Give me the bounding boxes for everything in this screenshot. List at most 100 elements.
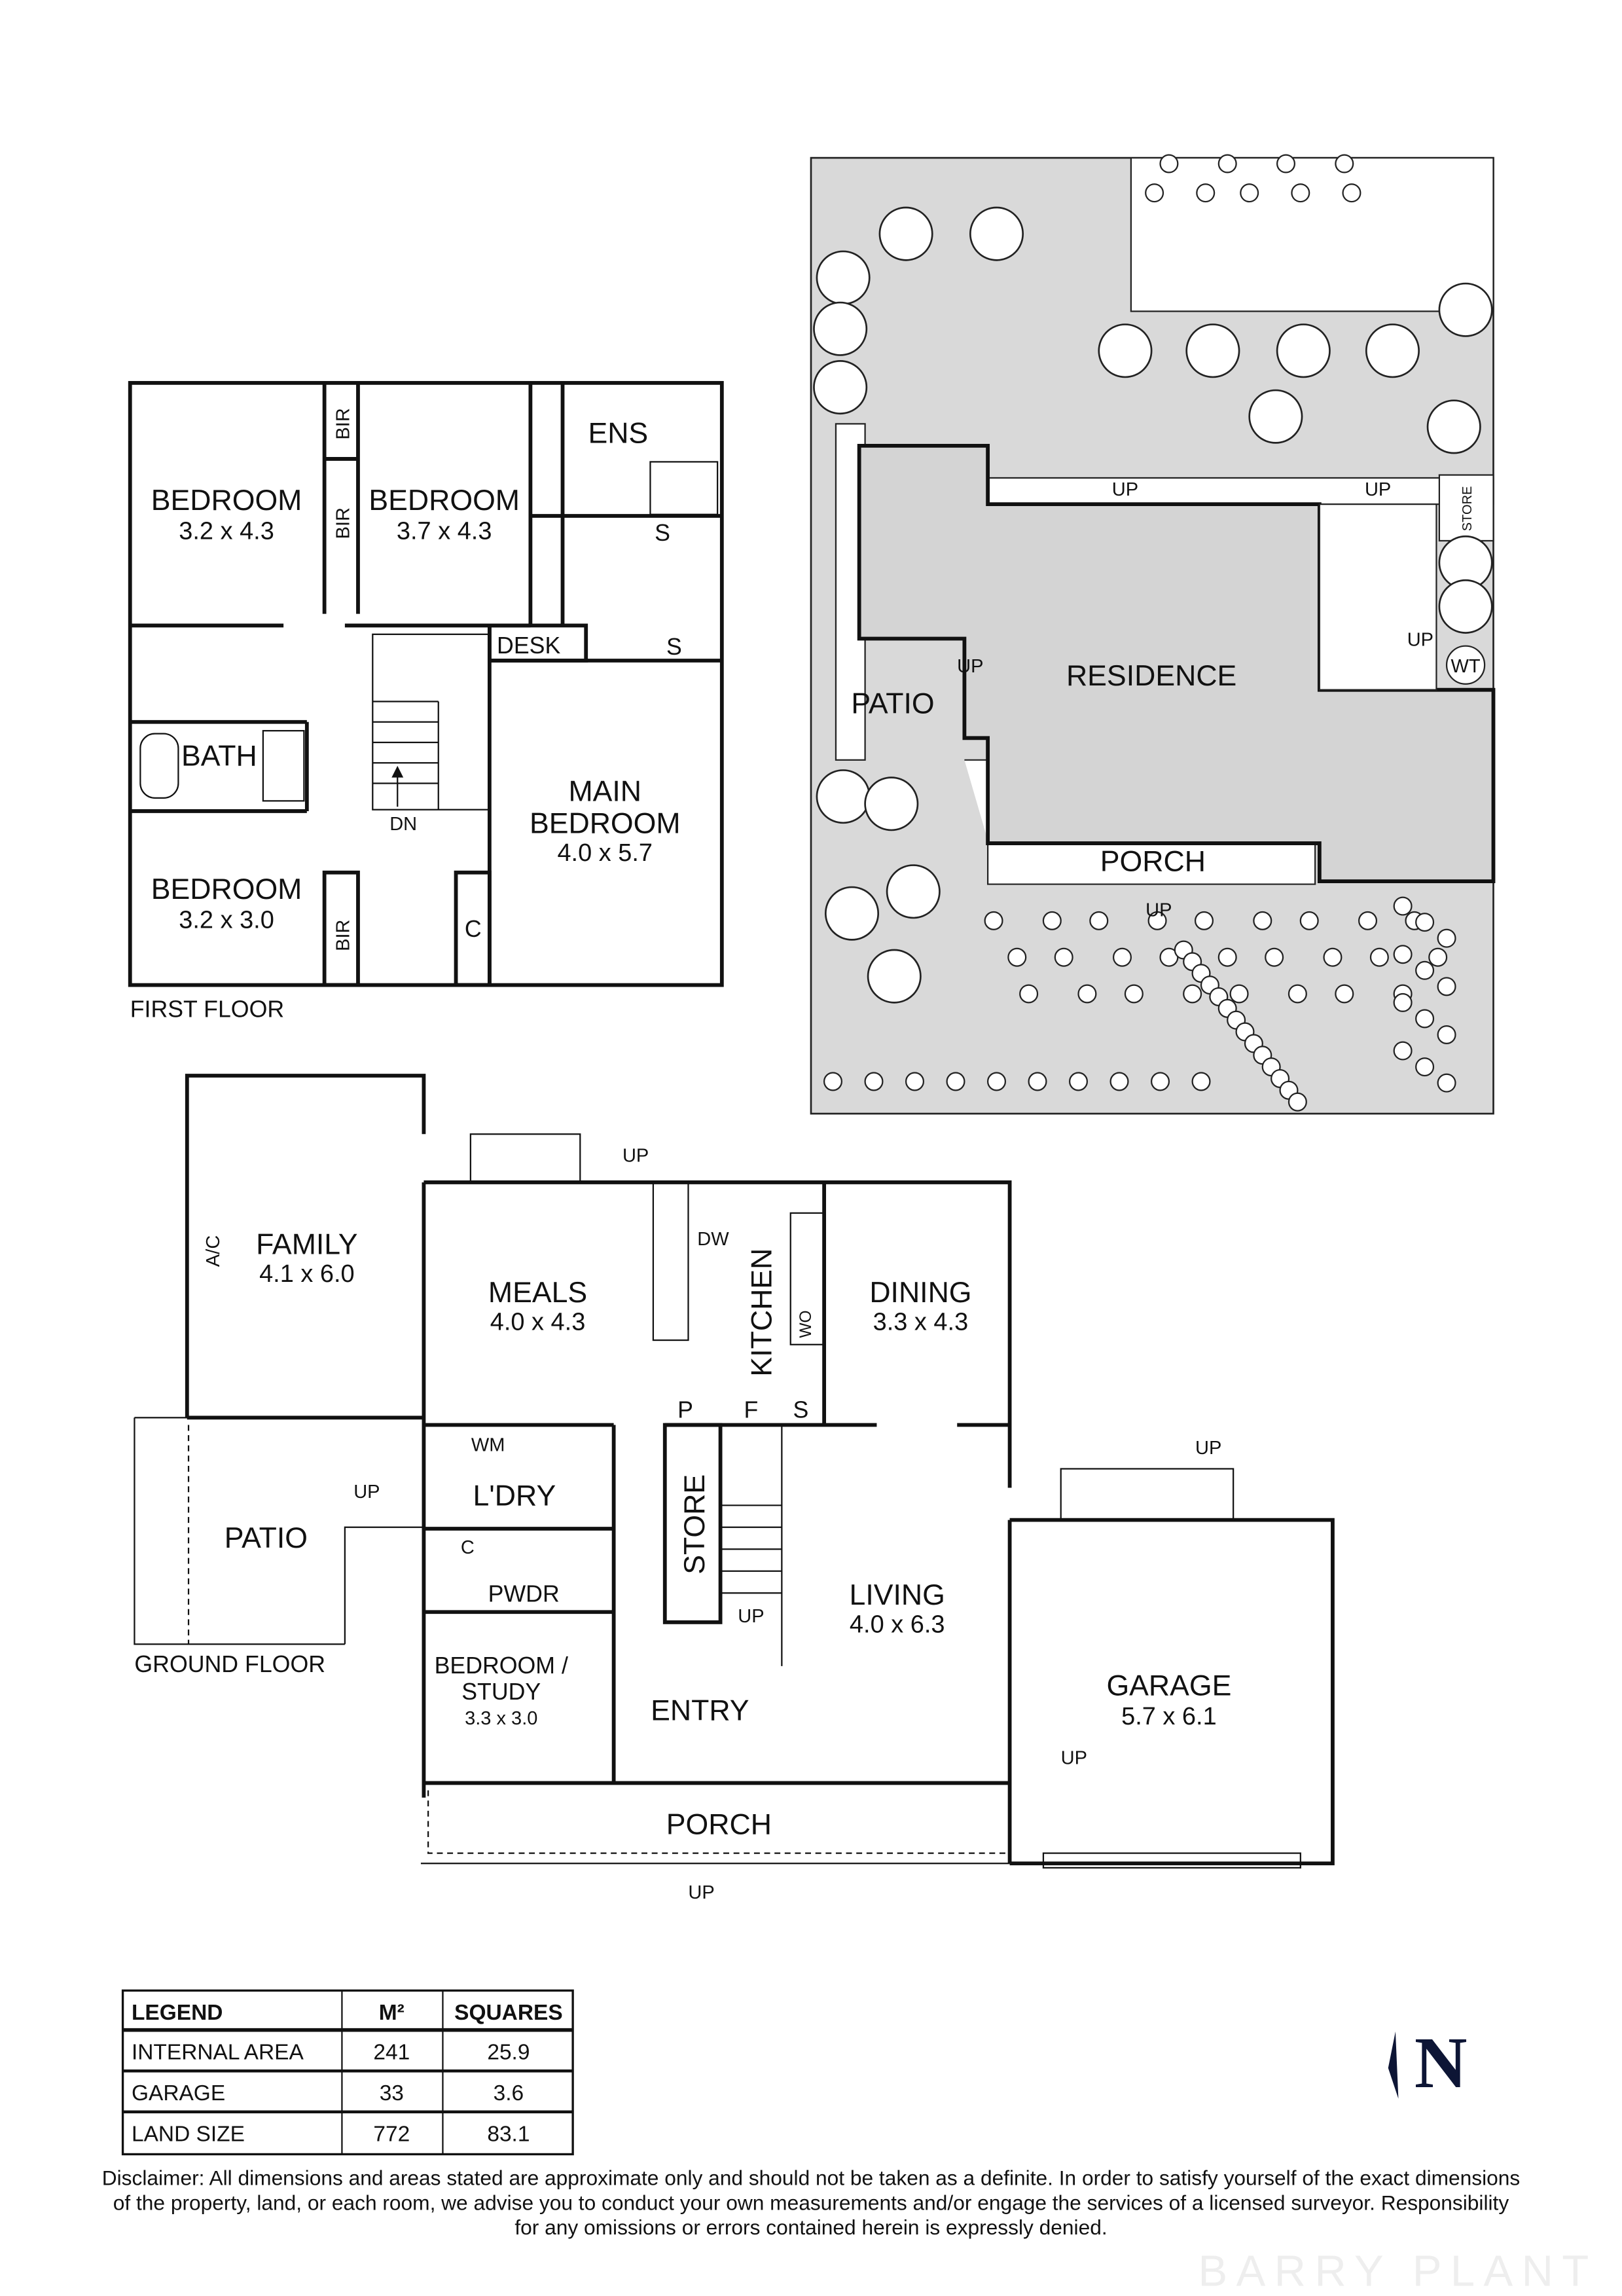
up-label: UP [1112,479,1138,500]
up-label: UP [957,656,983,677]
fridge-label: F [744,1396,759,1423]
shrub-icon [1358,911,1378,930]
tree-icon [813,301,868,356]
shrub-icon [1240,183,1259,203]
storage-label: S [655,520,670,546]
ground-floor-stairs [720,1504,782,1594]
room-size: 4.0 x 4.3 [490,1308,586,1336]
site-patio-label: PATIO [851,687,934,720]
north-arrow-icon [1388,2031,1399,2099]
up-label: UP [738,1606,764,1627]
room-label: BEDROOM [369,484,520,517]
shrub-icon [1437,1073,1456,1093]
tree-icon [1365,323,1420,378]
shrub-icon [1217,947,1237,967]
shrub-icon [1428,947,1448,967]
shrub-icon [1183,984,1202,1004]
north-label: N [1415,2023,1468,2104]
tree-icon [867,949,922,1004]
north-arrow: N [1388,2023,1468,2104]
shrub-icon [1147,911,1167,930]
site-porch-label: PORCH [1100,845,1206,877]
shrub-icon [1437,977,1456,996]
shrub-icon [1291,183,1310,203]
first-floor-stairs [372,701,439,810]
ac-label: A/C [203,1235,224,1267]
up-label: UP [1195,1438,1221,1459]
bir-label: BIR [333,507,354,539]
legend-cell: 25.9 [487,2040,530,2064]
shrub-icon [1145,183,1164,203]
patio-outline [134,1417,424,1645]
room-label: BEDROOM / [435,1652,568,1679]
tree-icon [1098,323,1153,378]
disclaimer-line: for any omissions or errors contained he… [514,2215,1107,2239]
storage-label: S [793,1396,808,1423]
room-size: 3.2 x 3.0 [179,907,274,934]
shrub-icon [1335,984,1354,1004]
legend-table: LEGEND M² SQUARES INTERNAL AREA 241 25.9… [121,1989,574,2156]
legend-cell: INTERNAL AREA [132,2040,304,2064]
shrub-icon [1393,993,1413,1012]
tree-icon [813,360,868,415]
up-label: UP [353,1482,380,1503]
cupboard-label: C [461,1537,475,1558]
room-label: MEALS [488,1277,587,1309]
room-label: ENS [588,417,648,449]
shrub-icon [1437,1025,1456,1045]
disclaimer-line: Disclaimer: All dimensions and areas sta… [102,2166,1521,2189]
shrub-icon [1265,947,1284,967]
tree-icon [1438,579,1493,634]
room-size: 4.0 x 5.7 [557,839,653,867]
legend-header: M² [379,2001,405,2025]
tree-icon [1276,323,1331,378]
legend-cell: 33 [380,2081,404,2105]
first-floor-outline [128,380,724,987]
shower-icon [262,730,305,802]
shrub-icon [984,911,1003,930]
up-label: UP [1145,900,1172,921]
room-size: 5.7 x 6.1 [1121,1703,1217,1730]
shrub-icon [1253,911,1272,930]
washing-machine-label: WM [471,1435,505,1456]
room-label: ENTRY [651,1694,749,1726]
tree-icon [1426,399,1481,454]
dishwasher-label: DW [697,1229,729,1250]
store-box [1438,474,1494,542]
shrub-icon [1437,928,1456,948]
wall-oven-label: WO [797,1310,815,1338]
shrub-icon [1028,1072,1047,1091]
shrub-icon [1191,1072,1211,1091]
shrub-icon [905,1072,925,1091]
shrub-icon [1276,154,1296,173]
shrub-icon [1159,154,1179,173]
room-size: 3.2 x 4.3 [179,518,274,545]
shrub-icon [1288,984,1307,1004]
legend-cell: GARAGE [132,2081,225,2105]
legend-cell: 83.1 [487,2122,530,2146]
shrub-icon [1393,896,1413,916]
legend-cell: 772 [373,2122,410,2146]
down-arrow-icon [391,765,404,778]
residence-footprint [857,443,1496,884]
shrub-icon [1288,1092,1307,1112]
room-size: 4.1 x 6.0 [259,1260,355,1288]
room-size: 3.3 x 4.3 [873,1308,969,1336]
room-label: STUDY [461,1679,541,1705]
first-floor-title: FIRST FLOOR [130,996,284,1023]
room-size: 3.3 x 3.0 [465,1708,537,1729]
room-label: STORE [679,1474,711,1575]
site-store-label: STORE [1460,486,1475,531]
shrub-icon [1007,947,1027,967]
up-label: UP [1365,479,1391,500]
shrub-icon [1077,984,1097,1004]
shrub-icon [1415,1009,1435,1029]
garden-trees [813,154,1493,1112]
shrub-icon [1323,947,1343,967]
tree-icon [816,769,871,824]
tree-icon [864,776,919,831]
legend-cell: 241 [373,2040,410,2064]
room-label: KITCHEN [746,1248,778,1377]
up-label: UP [1061,1747,1087,1768]
shrub-icon [1151,1072,1170,1091]
